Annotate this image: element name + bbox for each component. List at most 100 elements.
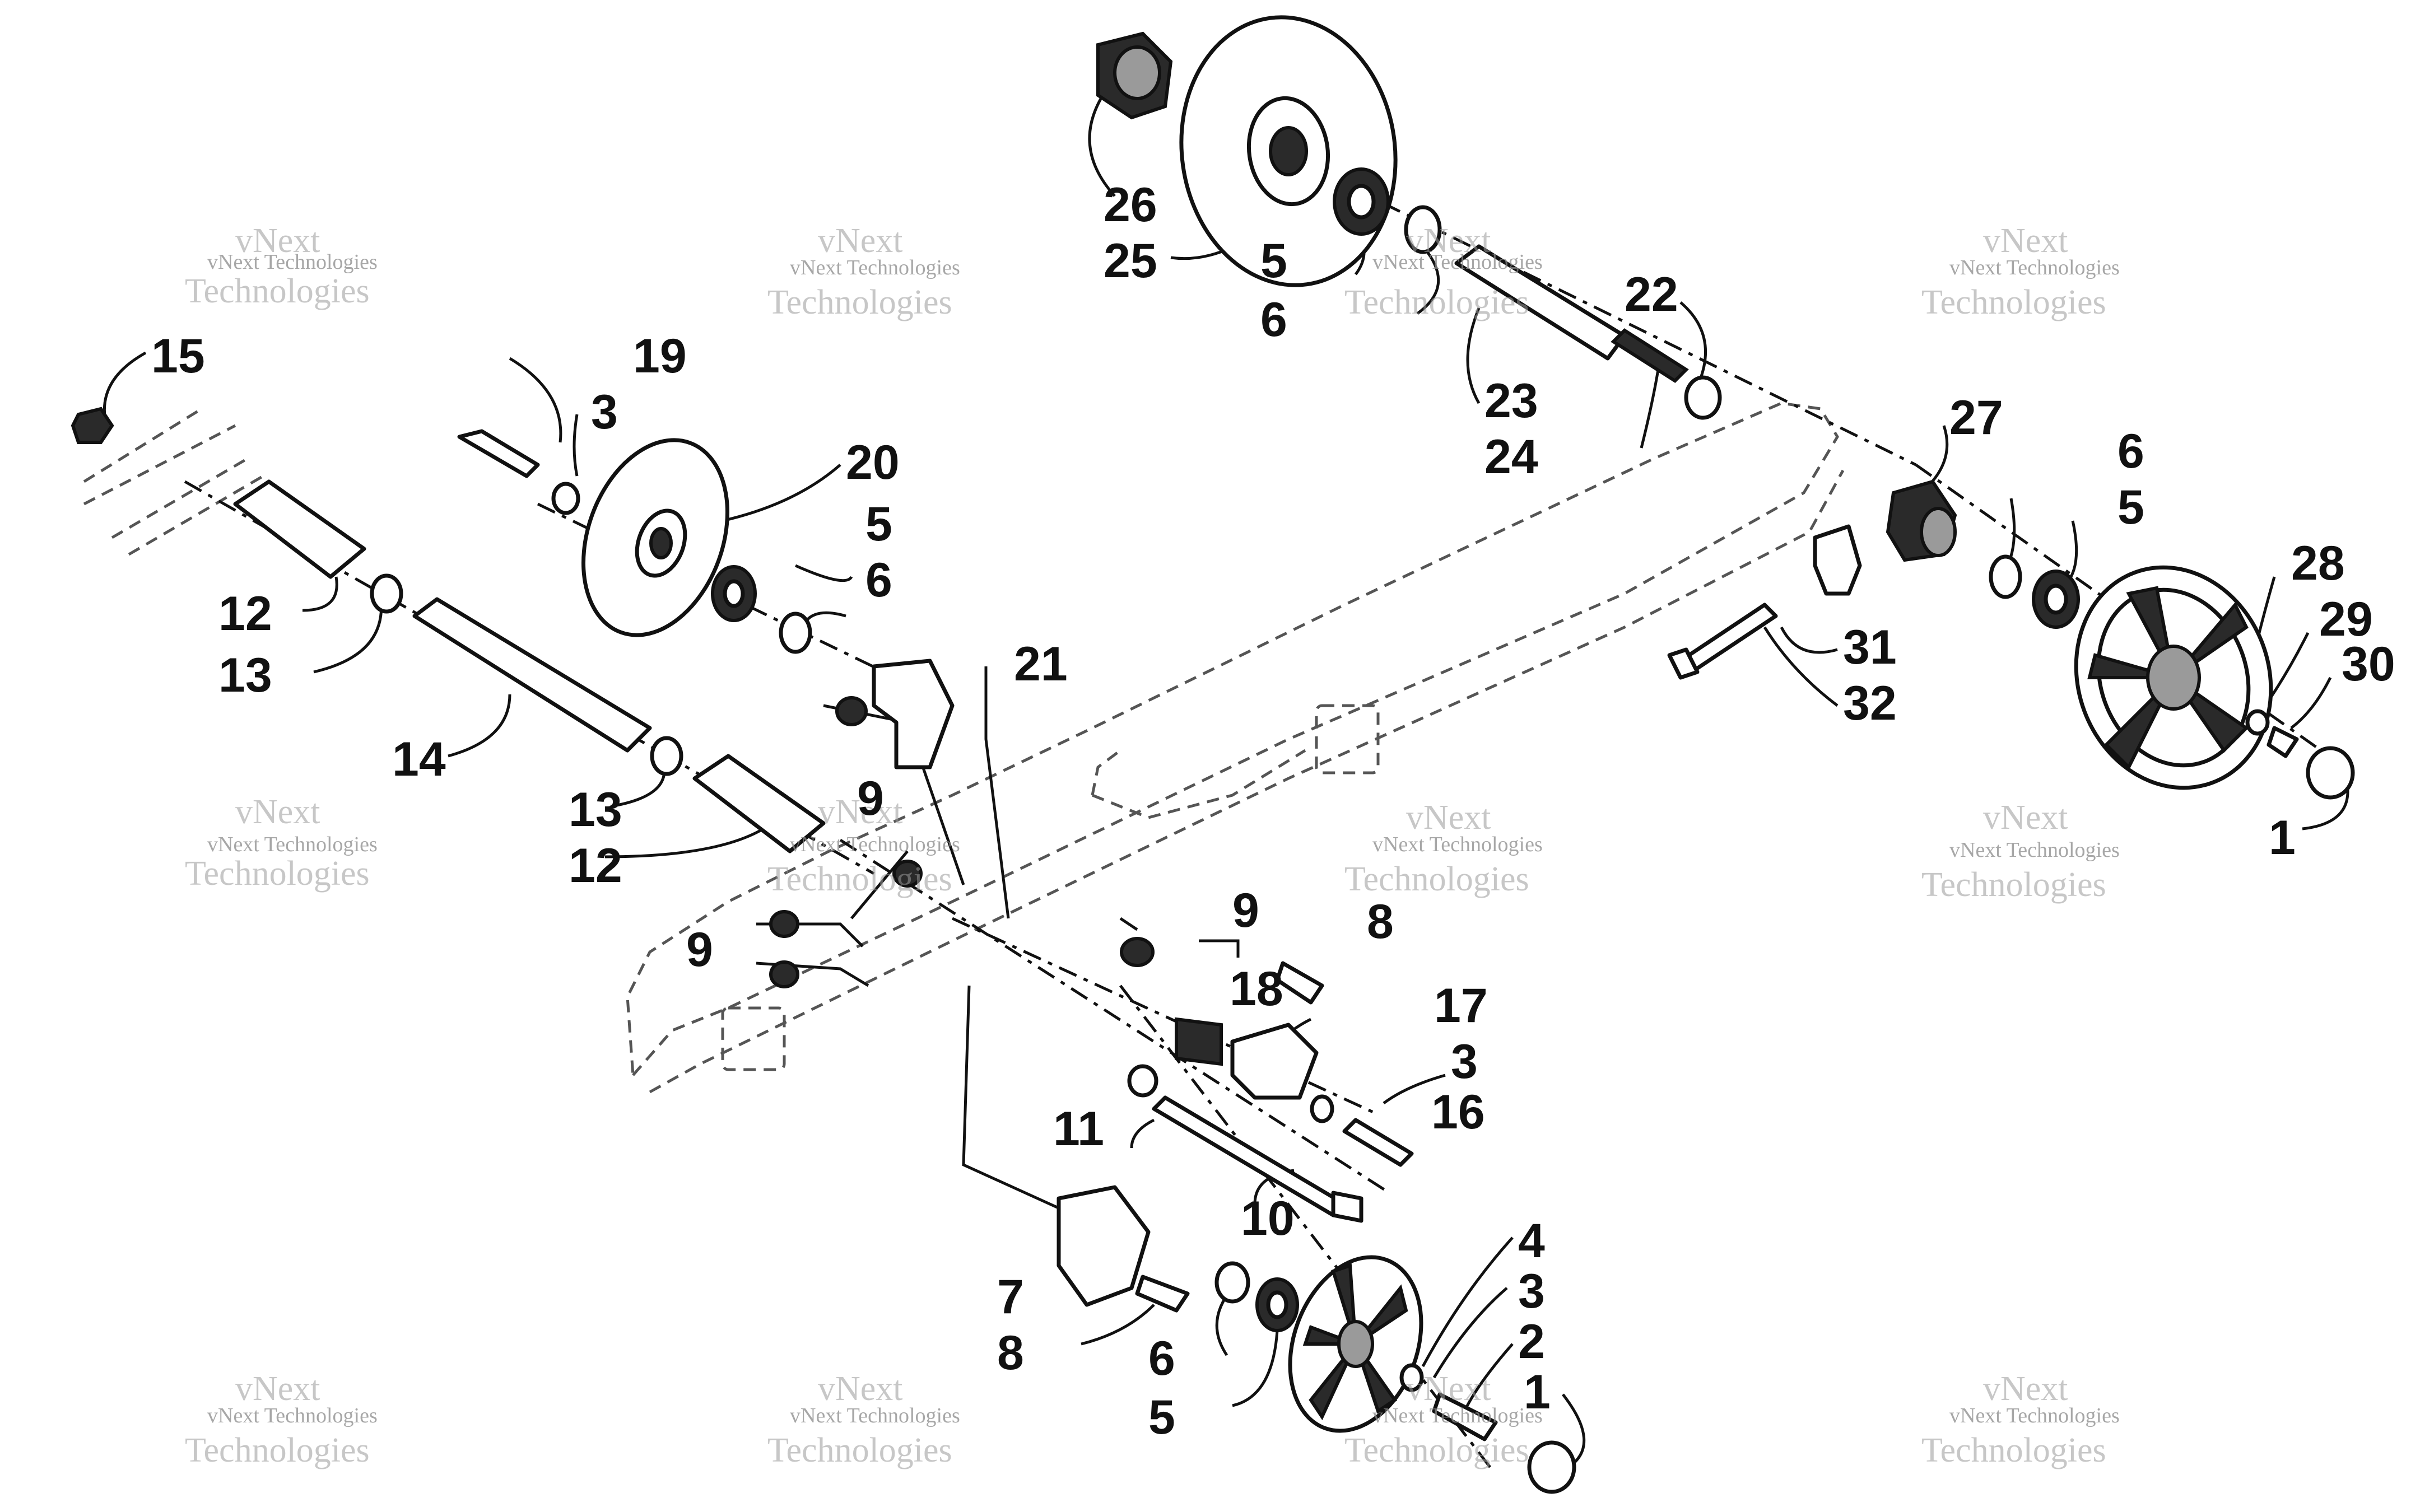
watermark-brand: vNext xyxy=(818,222,903,260)
part-spacer-18 xyxy=(1175,1017,1223,1066)
part-hub-27 xyxy=(1886,479,1957,562)
part-bolt-30 xyxy=(2267,726,2299,758)
watermark-brand: vNext xyxy=(1406,1370,1491,1408)
callout-27: 27 xyxy=(1949,391,2003,445)
callout-21: 21 xyxy=(1014,637,1068,691)
watermark-brand: vNext xyxy=(1406,799,1491,837)
watermark-brand: vNext xyxy=(1983,222,2068,260)
callout-18: 18 xyxy=(1230,962,1283,1016)
part-idler-wheel-20 xyxy=(581,438,729,637)
callout-22: 22 xyxy=(1625,268,1678,321)
watermark-brand: vNext xyxy=(818,793,903,831)
callout-29: 29 xyxy=(2319,592,2373,646)
part-wheel-hub-26 xyxy=(1096,31,1173,120)
watermark-small: vNext Technologies xyxy=(1949,838,2120,862)
part-bolt-32 xyxy=(1667,603,1778,680)
callout-6: 6 xyxy=(865,553,892,607)
part-washer-3-lower xyxy=(1399,1363,1424,1392)
watermark-small: vNext Technologies xyxy=(790,256,960,279)
watermark-small: vNext Technologies xyxy=(207,1404,378,1427)
callout-1: 1 xyxy=(1524,1365,1551,1419)
callout-11: 11 xyxy=(1053,1102,1104,1156)
watermark-small: vNext Technologies xyxy=(790,833,960,856)
callout-3: 3 xyxy=(1451,1035,1478,1089)
part-tube-12-right xyxy=(692,754,826,853)
watermark-brand: Technologies xyxy=(767,860,952,898)
callout-8: 8 xyxy=(1367,895,1394,949)
part-spoked-wheel-28 xyxy=(2074,565,2273,790)
callout-6: 6 xyxy=(1260,293,1287,347)
watermark-brand: Technologies xyxy=(1344,860,1529,898)
callout-5: 5 xyxy=(865,497,892,551)
callout-31: 31 xyxy=(1843,620,1897,674)
watermark-brand: vNext xyxy=(1983,799,2068,837)
callout-12: 12 xyxy=(569,839,622,893)
callout-15: 15 xyxy=(151,329,205,383)
callout-13: 13 xyxy=(218,648,272,702)
part-axle-tube-23-24 xyxy=(1454,244,1689,383)
part-bracket-7 xyxy=(1057,1185,1151,1307)
callout-numbers: 26 25 5 6 22 23 24 27 6 5 28 29 30 1 31 … xyxy=(151,178,2395,1444)
part-ring-13-left xyxy=(370,573,403,614)
watermark-brand: Technologies xyxy=(1921,866,2106,904)
callout-13: 13 xyxy=(569,783,622,837)
part-washer-3-mid xyxy=(1310,1094,1334,1123)
callout-6: 6 xyxy=(2118,424,2144,478)
callout-23: 23 xyxy=(1484,374,1538,428)
callout-9: 9 xyxy=(857,772,884,825)
callout-14: 14 xyxy=(392,732,446,786)
watermark-brand: Technologies xyxy=(185,1431,370,1469)
part-bolt-19 xyxy=(457,429,540,478)
part-spoked-wheel-4 xyxy=(1288,1255,1423,1433)
callout-19: 19 xyxy=(633,329,687,383)
callout-28: 28 xyxy=(2291,536,2345,590)
watermark-brand: vNext xyxy=(1983,1370,2068,1408)
part-cap-1-right xyxy=(2306,746,2355,800)
part-bolt-8-upper xyxy=(1275,961,1324,1005)
part-long-bolt-10 xyxy=(1152,1095,1363,1223)
part-washer-22 xyxy=(1684,375,1722,420)
part-bearing-5-right xyxy=(2032,570,2080,629)
callout-2: 2 xyxy=(1518,1315,1545,1369)
watermark-small: vNext Technologies xyxy=(790,1404,960,1427)
callout-1: 1 xyxy=(2269,811,2296,865)
watermark-small: vNext Technologies xyxy=(207,250,378,274)
part-tube-12-left xyxy=(233,479,366,579)
part-ring-6-top xyxy=(1404,205,1442,254)
watermark-brand: Technologies xyxy=(1921,283,2106,321)
callout-5: 5 xyxy=(2118,480,2144,534)
callout-7: 7 xyxy=(997,1270,1024,1324)
callout-9: 9 xyxy=(686,923,713,977)
watermark-small: vNext Technologies xyxy=(1372,250,1543,274)
callout-25: 25 xyxy=(1104,234,1157,288)
callout-10: 10 xyxy=(1241,1192,1295,1245)
callout-5: 5 xyxy=(1260,234,1287,288)
part-ring-6-mid xyxy=(779,612,812,654)
part-washer-29 xyxy=(2245,709,2270,736)
watermarks: vNext vNext Technologies Technologies vN… xyxy=(185,222,2120,1469)
part-shaft-14 xyxy=(412,597,652,753)
part-bolt-8-lower xyxy=(1135,1275,1190,1313)
callout-9: 9 xyxy=(1232,884,1259,937)
callout-26: 26 xyxy=(1104,178,1157,232)
part-nuts-9 xyxy=(769,696,1155,988)
callout-12: 12 xyxy=(218,587,272,641)
callout-4: 4 xyxy=(1518,1214,1545,1268)
suspension-rail-frame xyxy=(83,402,1845,1094)
callout-6: 6 xyxy=(1148,1332,1175,1385)
watermark-brand: Technologies xyxy=(1344,283,1529,321)
watermark-brand: Technologies xyxy=(185,272,370,310)
part-bracket-17 xyxy=(1230,1023,1319,1100)
callout-16: 16 xyxy=(1431,1085,1485,1139)
part-bearing-5-lower xyxy=(1255,1277,1299,1332)
callout-17: 17 xyxy=(1434,979,1488,1033)
part-washer-3-upper xyxy=(551,482,580,515)
watermark-small: vNext Technologies xyxy=(1372,833,1543,856)
watermark-brand: Technologies xyxy=(767,283,952,321)
watermark-brand: Technologies xyxy=(767,1431,952,1469)
part-bracket-31 xyxy=(1813,524,1862,596)
part-bolt-2 xyxy=(1432,1392,1498,1441)
callout-5: 5 xyxy=(1148,1390,1175,1444)
callout-30: 30 xyxy=(2342,637,2395,691)
watermark-brand: vNext xyxy=(235,1370,320,1408)
